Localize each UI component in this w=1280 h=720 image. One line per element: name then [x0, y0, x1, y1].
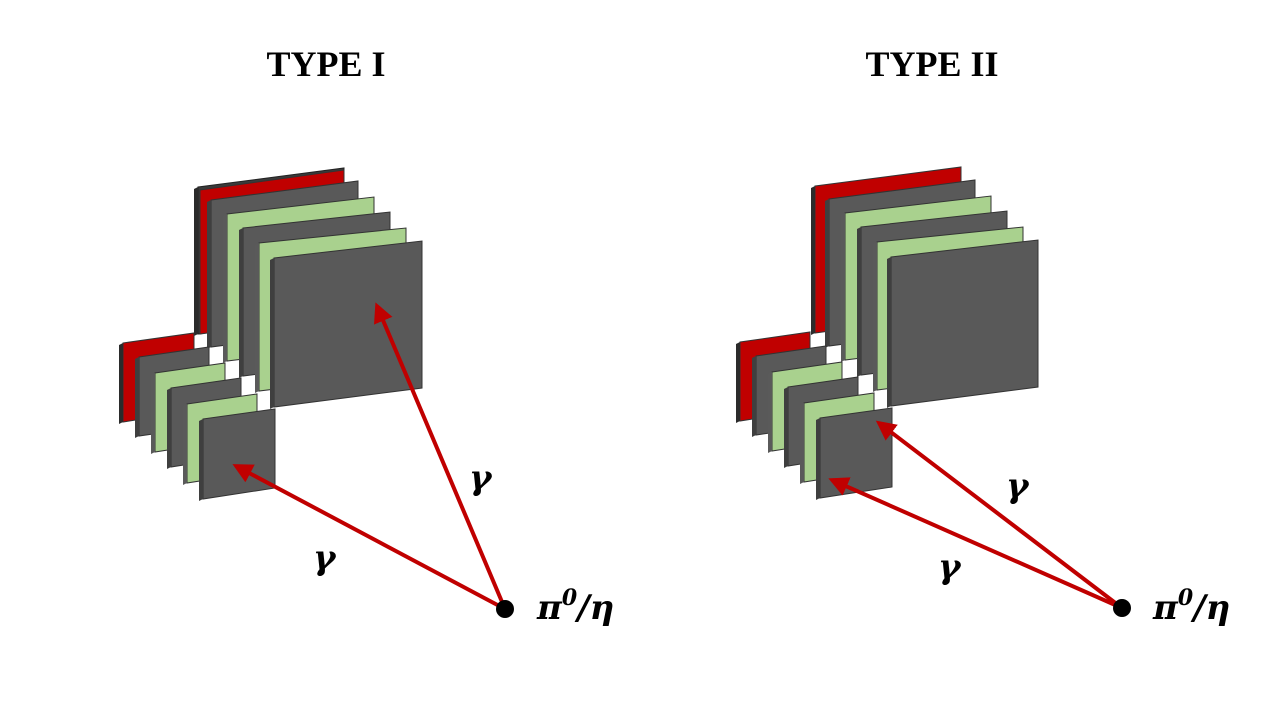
gamma-label: γ [1006, 466, 1030, 506]
panel-type-2: TYPE II [736, 44, 1230, 628]
photon-arrow [232, 464, 506, 611]
layer-dark-front [199, 408, 276, 501]
particle-label: π0/η [536, 585, 614, 628]
photon-arrow [875, 420, 1124, 610]
large-detector-stack [194, 167, 423, 409]
gamma-label: γ [469, 458, 493, 498]
panel-title: TYPE II [865, 44, 998, 84]
decay-vertex [496, 600, 514, 618]
layer-dark-front [887, 239, 1039, 408]
panel-type-1: TYPE I [119, 44, 614, 628]
large-detector-stack [811, 166, 1039, 408]
photon-arrow [828, 477, 1123, 610]
decay-vertex [1113, 599, 1131, 617]
photon-arrow [374, 302, 507, 610]
layer-dark-front [816, 407, 893, 500]
panel-title: TYPE I [266, 44, 385, 84]
particle-label: π0/η [1152, 585, 1230, 628]
small-detector-stack [736, 331, 893, 500]
gamma-label: γ [938, 547, 962, 587]
gamma-label: γ [313, 538, 337, 578]
layer-dark-front [270, 240, 423, 409]
